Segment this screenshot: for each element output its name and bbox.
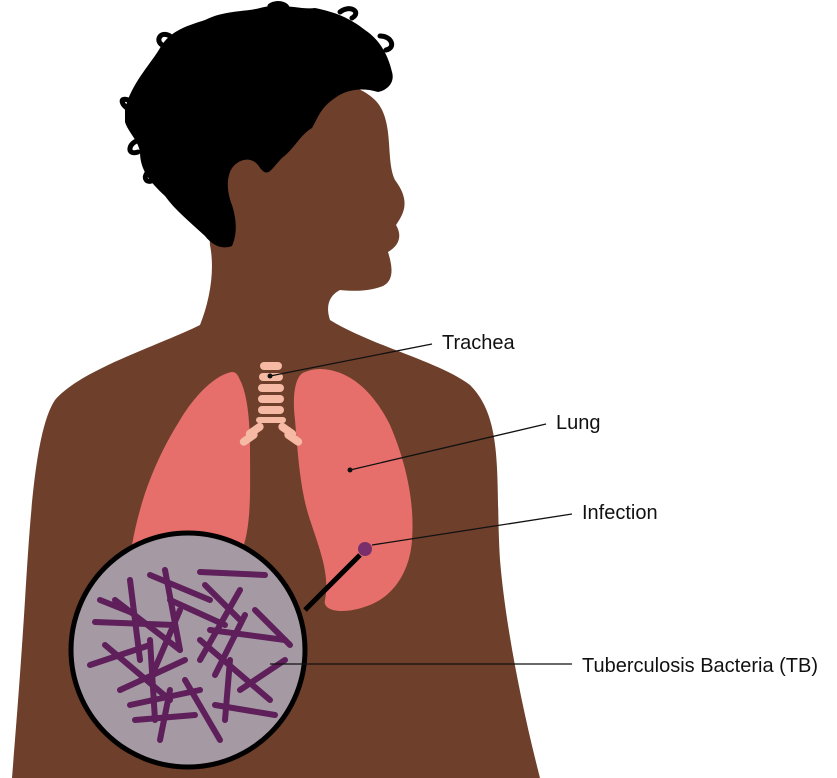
bacterium — [222, 657, 233, 723]
trachea-label: Trachea — [442, 332, 516, 354]
infection-dot — [358, 542, 372, 556]
lung-leader — [349, 423, 547, 471]
trachea-ring — [239, 430, 258, 446]
bacterium — [207, 627, 288, 643]
trachea-ring — [258, 384, 284, 392]
bacterium — [147, 607, 183, 683]
bacterium — [167, 597, 228, 628]
bacterium — [197, 569, 268, 578]
leader-lines — [269, 343, 573, 665]
bacterium — [237, 657, 288, 693]
bacterium — [147, 572, 213, 603]
trachea-ring — [260, 362, 282, 370]
rod-bacteria-icon — [87, 567, 293, 743]
trachea-ring — [256, 417, 286, 423]
bacterium — [197, 637, 273, 703]
bacterium — [157, 687, 173, 743]
magnifier-connector — [303, 553, 362, 612]
trachea-leader — [269, 343, 433, 377]
bacterium — [212, 702, 278, 718]
bacterium — [127, 687, 203, 708]
infection-leader — [371, 513, 573, 546]
bacterium — [202, 582, 243, 623]
bacterium — [212, 612, 248, 678]
trachea-ring — [258, 395, 284, 403]
lung-label: Lung — [556, 412, 601, 434]
trachea-ring — [258, 406, 284, 414]
infection-label: Infection — [582, 502, 658, 524]
bacterium — [162, 567, 183, 653]
bacterium — [182, 677, 223, 743]
trachea-ring — [284, 430, 303, 446]
bacteria-label: Tuberculosis Bacteria (TB) — [582, 655, 818, 677]
lung-leader-dot — [347, 467, 353, 473]
leader-endpoints — [267, 373, 353, 473]
right-lung — [293, 368, 413, 612]
magnifier-circle-icon — [68, 530, 308, 770]
hair-curls — [119, 1, 395, 184]
bacterium — [97, 597, 133, 615]
hair — [125, 5, 393, 248]
trachea-leader-dot — [267, 373, 273, 379]
bacterium — [102, 642, 173, 703]
